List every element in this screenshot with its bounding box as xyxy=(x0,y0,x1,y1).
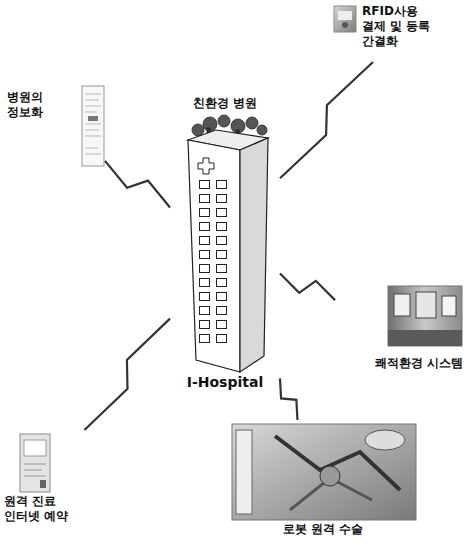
hospital-building xyxy=(188,115,268,372)
feature-box: 병원의 정보화 xyxy=(5,82,105,168)
rfid-photo xyxy=(334,6,356,32)
environment-photo xyxy=(388,286,462,346)
zigzag-connector xyxy=(280,274,335,301)
feature-box: 원격 진료 인터넷 예약 xyxy=(4,430,88,530)
zigzag-connector xyxy=(280,62,373,178)
robot-surgery-photo xyxy=(232,424,416,520)
zigzag-connector xyxy=(280,378,297,420)
node-label: 쾌적환경 시스템 xyxy=(335,356,463,371)
node-label: 로봇 원격 수술 xyxy=(228,522,418,537)
node-sublabel: I-Hospital xyxy=(170,374,280,392)
node-label: 병원의 정보화 xyxy=(7,90,83,120)
zigzag-connector xyxy=(105,161,170,208)
feature-box: RFID사용 결제 및 등록 간결화 xyxy=(330,2,464,62)
feature-box: 로봇 원격 수술 xyxy=(228,420,418,542)
document-picture xyxy=(82,86,104,166)
hospital-cross xyxy=(198,158,214,174)
telemedicine-picture xyxy=(20,434,50,492)
feature-box: 쾌적환경 시스템 xyxy=(335,282,463,380)
node-label: 친환경 병원 xyxy=(170,96,280,111)
node-label: 원격 진료 인터넷 예약 xyxy=(4,494,88,524)
windows xyxy=(199,180,227,348)
hospital-building-box: 친환경 병원 I-Hospital xyxy=(170,96,280,398)
zigzag-connector xyxy=(84,319,170,430)
node-label: RFID사용 결제 및 등록 간결화 xyxy=(362,4,442,49)
